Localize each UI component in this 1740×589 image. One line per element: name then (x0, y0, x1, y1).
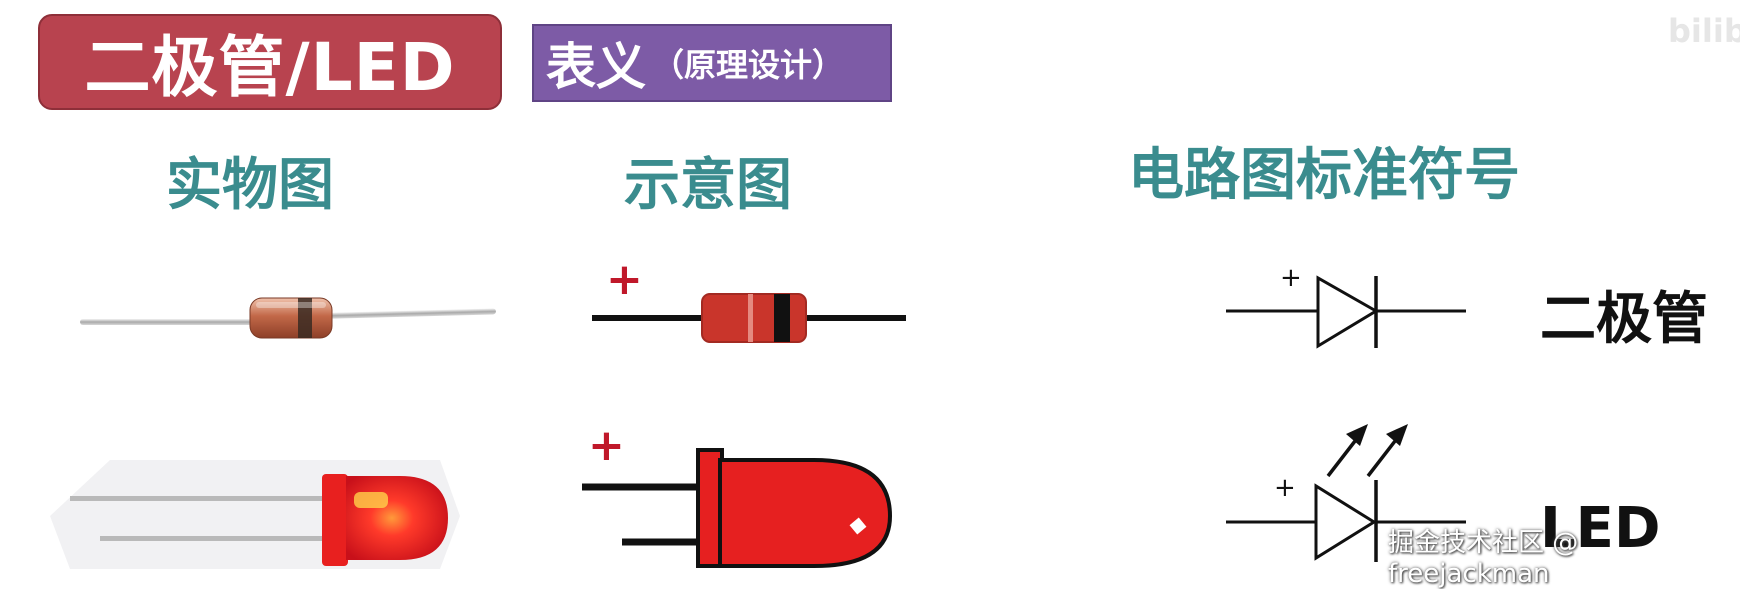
led-symbol-label: LED (1540, 496, 1661, 561)
title-badge: 二极管/LED (38, 14, 502, 110)
subtitle-badge: 表义 （原理设计） (532, 24, 892, 102)
subtitle-main: 表义 (546, 38, 646, 96)
led-schematic-highlight (849, 517, 867, 535)
subtitle-note: （原理设计） (652, 46, 845, 84)
led-symbol-plus: + (1274, 473, 1296, 503)
title-text: 二极管/LED (84, 29, 456, 106)
heading-schematic: 示意图 (624, 153, 792, 218)
diode-photo-band (298, 298, 312, 338)
diode-photo-lead-right (319, 308, 496, 319)
led-symbol: + (1226, 424, 1466, 562)
diode-photo (80, 297, 496, 339)
led-symbol-arrowhead-1 (1346, 424, 1368, 446)
led-symbol-arrowhead-2 (1386, 424, 1408, 446)
diode-schematic-plus: + (606, 260, 643, 305)
led-schematic-dome (718, 458, 893, 568)
diode-photo-lead-left (80, 319, 260, 325)
led-photo-lead-short (100, 536, 350, 541)
diode-symbol: + (1226, 263, 1466, 349)
diode-schematic: + (592, 260, 906, 343)
corner-watermark: bilib (1668, 12, 1740, 50)
diode-symbol-triangle (1316, 275, 1379, 349)
led-photo (50, 460, 460, 569)
heading-standard-symbol: 电路图标准符号 (1128, 143, 1520, 208)
diode-schematic-band (774, 294, 790, 342)
led-schematic-plus: + (588, 430, 625, 471)
credit-watermark: 掘金技术社区 @ freejackman (1388, 528, 1579, 589)
led-photo-lead-long (70, 496, 350, 501)
diode-symbol-plus: + (1280, 263, 1302, 293)
led-symbol-triangle (1314, 483, 1377, 561)
led-schematic: + (582, 430, 893, 568)
led-photo-flange (322, 474, 348, 566)
heading-photo: 实物图 (166, 153, 334, 218)
diode-symbol-label: 二极管 (1540, 287, 1708, 352)
diode-schematic-body (701, 293, 807, 343)
led-photo-dome (346, 476, 448, 560)
